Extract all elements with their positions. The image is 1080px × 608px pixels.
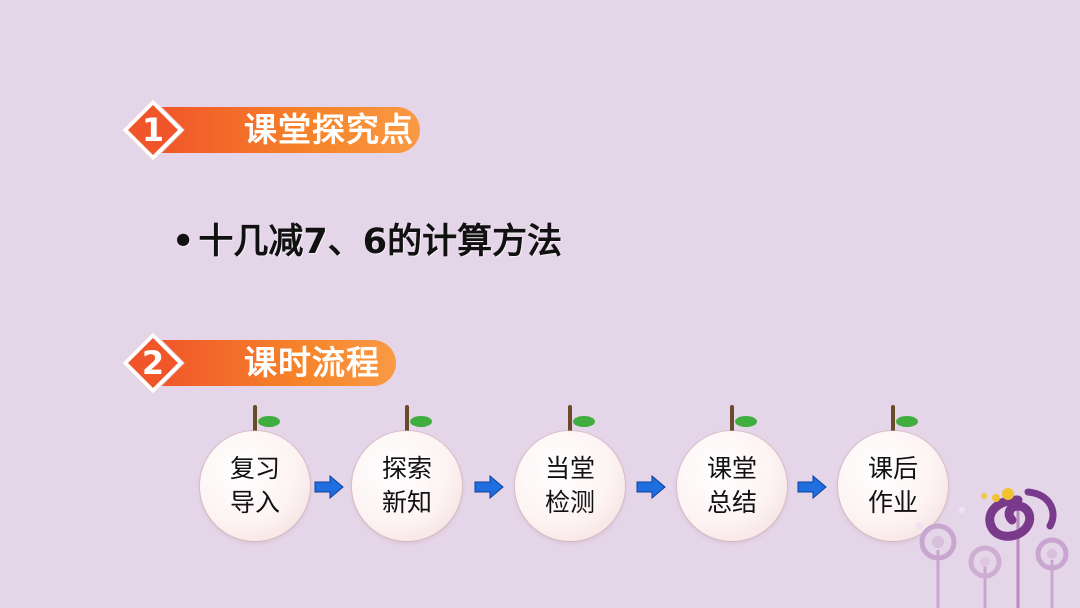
leaf-icon bbox=[735, 416, 757, 427]
diamond-badge-icon bbox=[120, 97, 186, 163]
fruit-stem-icon bbox=[730, 405, 734, 435]
flow-label-line2: 导入 bbox=[229, 488, 280, 517]
flow-label-line1: 复习 bbox=[229, 454, 280, 483]
fruit-stem-icon bbox=[405, 405, 409, 435]
leaf-icon bbox=[410, 416, 432, 427]
fruit-stem-icon bbox=[568, 405, 572, 435]
flow-label-line2: 作业 bbox=[867, 488, 918, 517]
bullet-marker: • bbox=[172, 222, 195, 262]
flow-step-label: 课后 作业 bbox=[838, 431, 948, 541]
flow-label-line1: 探索 bbox=[381, 454, 432, 483]
right-arrow-icon bbox=[314, 475, 344, 499]
flow-step-label: 复习 导入 bbox=[200, 431, 310, 541]
leaf-icon bbox=[896, 416, 918, 427]
flow-step-label: 探索 新知 bbox=[352, 431, 462, 541]
bullet-text: 十几减7、6的计算方法 bbox=[198, 222, 563, 262]
decorative-flowers-icon bbox=[916, 488, 1069, 608]
flow-label-line1: 当堂 bbox=[544, 454, 595, 483]
flow-label-line2: 新知 bbox=[381, 488, 432, 517]
flow-label-line1: 课堂 bbox=[706, 454, 757, 483]
flow-step-review[interactable]: 复习 导入 bbox=[200, 405, 310, 545]
flow-step-label: 课堂 总结 bbox=[677, 431, 787, 541]
flow-circle bbox=[677, 431, 787, 541]
section-title: 课时流程 bbox=[244, 343, 380, 382]
fruit-stem-icon bbox=[891, 405, 895, 435]
fruit-stem-icon bbox=[253, 405, 257, 435]
flow-label-line2: 总结 bbox=[706, 488, 757, 517]
section-number: 1 bbox=[141, 111, 165, 149]
section-header-bar: 课堂探究点 bbox=[158, 107, 420, 153]
section-title: 课堂探究点 bbox=[244, 110, 414, 149]
section-header-2: 课时流程 2 bbox=[113, 330, 413, 396]
right-arrow-icon bbox=[797, 475, 827, 499]
diamond-badge-icon bbox=[120, 330, 186, 396]
flow-step-homework[interactable]: 课后 作业 bbox=[838, 405, 948, 545]
bullet-item: •十几减7、6的计算方法 bbox=[172, 218, 562, 266]
flow-circle bbox=[200, 431, 310, 541]
flow-circle bbox=[838, 431, 948, 541]
right-arrow-icon bbox=[636, 475, 666, 499]
section-header-1: 课堂探究点 1 bbox=[113, 97, 433, 163]
right-arrow-icon bbox=[474, 475, 504, 499]
flow-label-line1: 课后 bbox=[867, 454, 918, 483]
flow-step-summary[interactable]: 课堂 总结 bbox=[677, 405, 787, 545]
flow-label-line2: 检测 bbox=[544, 488, 595, 517]
flow-circle bbox=[352, 431, 462, 541]
flow-step-explore[interactable]: 探索 新知 bbox=[352, 405, 462, 545]
section-number: 2 bbox=[141, 344, 165, 382]
section-header-bar: 课时流程 bbox=[158, 340, 396, 386]
flow-circle bbox=[515, 431, 625, 541]
leaf-icon bbox=[573, 416, 595, 427]
flow-step-check[interactable]: 当堂 检测 bbox=[515, 405, 625, 545]
leaf-icon bbox=[258, 416, 280, 427]
flow-step-label: 当堂 检测 bbox=[515, 431, 625, 541]
